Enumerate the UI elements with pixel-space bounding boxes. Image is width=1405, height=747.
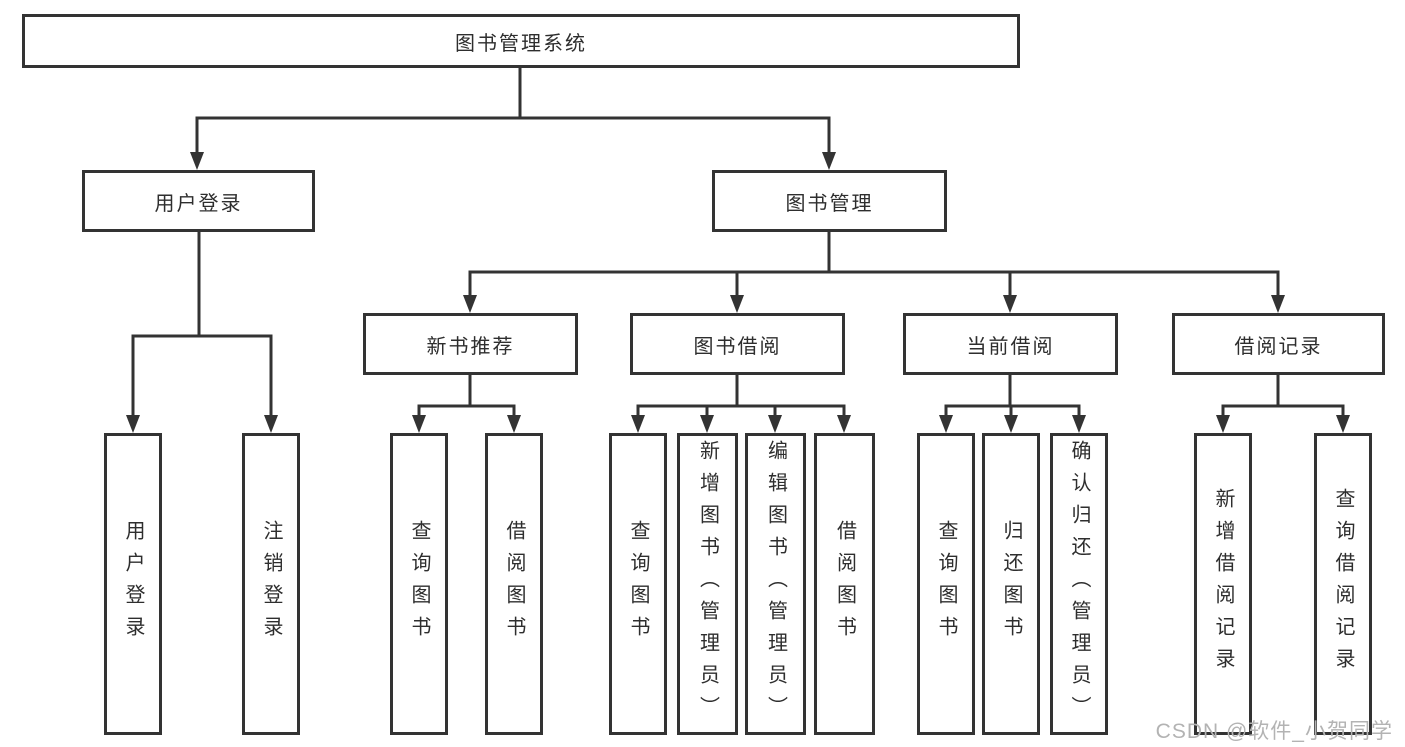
- watermark: CSDN @软件_小贺同学: [1155, 720, 1393, 743]
- leaf-edit-book-admin: 编辑图书（管理员）: [745, 433, 806, 735]
- leaf-borrow-book-label: 借阅图书: [833, 520, 856, 648]
- node-user-login: 用户登录: [82, 170, 315, 232]
- leaf-user-login: 用户登录: [104, 433, 162, 735]
- leaf-return-book: 归还图书: [982, 433, 1040, 735]
- leaf-edit-book-admin-label: 编辑图书（管理员）: [764, 440, 787, 728]
- leaf-add-borrow-record-label: 新增借阅记录: [1212, 488, 1234, 680]
- leaf-user-login-label: 用户登录: [122, 520, 144, 648]
- node-user-login-label: 用户登录: [154, 192, 243, 215]
- leaf-logout-login-label: 注销登录: [260, 520, 282, 648]
- leaf-query-borrow-record: 查询借阅记录: [1314, 433, 1372, 735]
- node-book-management: 图书管理: [712, 170, 947, 232]
- leaf-query-book-current-label: 查询图书: [935, 520, 957, 648]
- node-root-label: 图书管理系统: [455, 32, 587, 55]
- leaf-add-borrow-record: 新增借阅记录: [1194, 433, 1252, 735]
- node-root-system: 图书管理系统: [22, 14, 1020, 68]
- leaf-query-book-borrow: 查询图书: [609, 433, 667, 735]
- leaf-query-book-recommend-label: 查询图书: [408, 520, 430, 648]
- node-borrow-record: 借阅记录: [1172, 313, 1385, 375]
- leaf-add-book-admin: 新增图书（管理员）: [677, 433, 738, 735]
- leaf-query-book-recommend: 查询图书: [390, 433, 448, 735]
- node-current-borrow-label: 当前借阅: [966, 335, 1055, 358]
- leaf-confirm-return-admin: 确认归还（管理员）: [1050, 433, 1108, 735]
- leaf-logout-login: 注销登录: [242, 433, 300, 735]
- leaf-query-book-borrow-label: 查询图书: [627, 520, 649, 648]
- node-new-book-recommend-label: 新书推荐: [426, 335, 515, 358]
- node-borrow-record-label: 借阅记录: [1234, 335, 1323, 358]
- leaf-query-book-current: 查询图书: [917, 433, 975, 735]
- leaf-add-book-admin-label: 新增图书（管理员）: [696, 440, 719, 728]
- leaf-borrow-book: 借阅图书: [814, 433, 875, 735]
- leaf-confirm-return-admin-label: 确认归还（管理员）: [1068, 440, 1090, 728]
- node-book-borrow-label: 图书借阅: [693, 335, 782, 358]
- leaf-borrow-book-recommend-label: 借阅图书: [503, 520, 525, 648]
- node-current-borrow: 当前借阅: [903, 313, 1118, 375]
- node-book-management-label: 图书管理: [785, 192, 874, 215]
- leaf-query-borrow-record-label: 查询借阅记录: [1332, 488, 1354, 680]
- node-book-borrow: 图书借阅: [630, 313, 845, 375]
- leaf-return-book-label: 归还图书: [1000, 520, 1022, 648]
- leaf-borrow-book-recommend: 借阅图书: [485, 433, 543, 735]
- node-new-book-recommend: 新书推荐: [363, 313, 578, 375]
